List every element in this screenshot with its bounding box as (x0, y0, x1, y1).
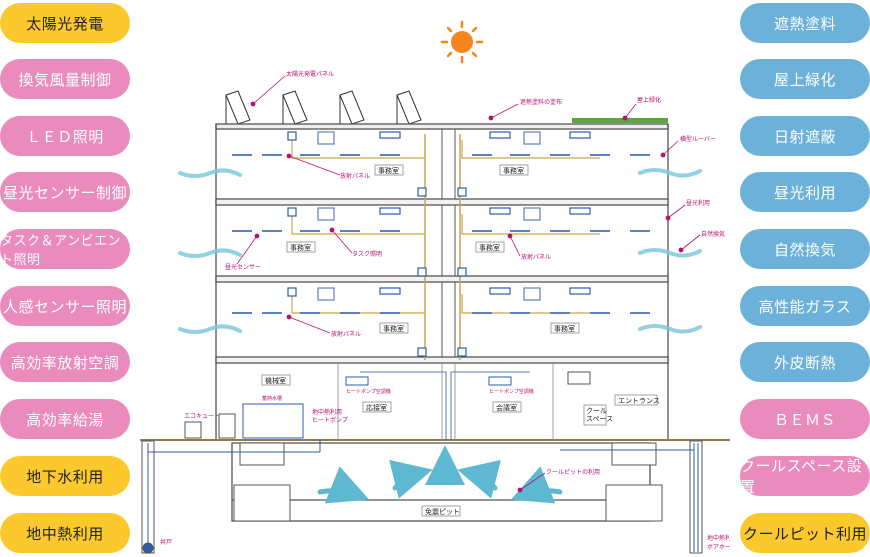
label-storage: 蓄熱水槽 (262, 395, 282, 402)
label-well: 井戸 (160, 538, 172, 546)
vertical-ducts (424, 134, 461, 360)
room-office-3f-right: 事務室 (503, 166, 524, 175)
ground-floor-partitions (337, 363, 554, 440)
label-louver: 横型ルーバー (680, 135, 716, 143)
label-hp-2: ヒートポンプ空調機 (489, 388, 534, 395)
label-solar-panel: 太陽光発電パネル (286, 70, 334, 78)
label-cool-pit-use: クールピットの利用 (546, 468, 600, 476)
pill-groundwater: 地下水利用 (0, 456, 130, 496)
room-office-1f-left: 事務室 (383, 324, 404, 333)
air-waves (178, 168, 702, 334)
pill-cool-pit: クールピット利用 (740, 513, 870, 553)
pill-sun-shading: 日射遮蔽 (740, 116, 870, 156)
label-natural-vent: 自然換気 (701, 230, 725, 238)
pill-heat-shield-paint: 遮熱塗料 (740, 3, 870, 43)
room-cool-space-2: スペース (586, 415, 613, 423)
label-hp-1: ヒートポンプ空調機 (346, 388, 391, 395)
ground-pipes (147, 440, 695, 453)
room-office-2f-left: 事務室 (290, 243, 311, 252)
cool-pit-flow-arrows (317, 445, 563, 504)
building-frame (140, 123, 730, 522)
label-radiant-panel-3: 放射パネル (331, 330, 361, 338)
room-machine: 機械室 (265, 376, 286, 385)
pill-motion-sensor-lighting: 人感センサー照明 (0, 286, 130, 326)
pill-cool-space: クールスペース設置 (740, 456, 870, 496)
pill-radiant-ac: 高効率放射空調 (0, 342, 130, 382)
room-cool-space: クール (586, 407, 607, 415)
pill-daylight-use: 昼光利用 (740, 172, 870, 212)
room-reception: 応接室 (366, 403, 387, 412)
ac-units (287, 131, 591, 357)
pill-roof-greening: 屋上緑化 (740, 59, 870, 99)
pill-ventilation-control: 換気風量制御 (0, 59, 130, 99)
label-daylight: 昼光利用 (686, 199, 710, 207)
room-entrance: エントランス (618, 397, 660, 405)
pill-task-ambient-lighting: タスク＆アンビエント照明 (0, 229, 130, 269)
room-office-1f-right: 事務室 (554, 324, 575, 333)
ground-floor-equipment (184, 371, 591, 439)
pill-led-lighting: ＬＥＤ照明 (0, 116, 130, 156)
label-borehole-2: ボアホール (707, 543, 730, 551)
ac-ducts (291, 140, 600, 314)
room-meeting: 会議室 (496, 403, 517, 412)
pill-high-performance-glass: 高性能ガラス (740, 286, 870, 326)
label-roof-green: 屋上緑化 (637, 96, 661, 104)
pill-geothermal: 地中熱利用 (0, 513, 130, 553)
pill-natural-ventilation: 自然換気 (740, 229, 870, 269)
roof-green (572, 118, 668, 123)
label-heat-pump-left-2: ヒートポンプ (312, 416, 348, 424)
foundations (233, 442, 663, 522)
label-heat-pump-left: 地中熱利用 (312, 408, 342, 416)
pill-bems: ＢＥＭＳ (740, 399, 870, 439)
pill-daylight-sensor-control: 昼光センサー制御 (0, 172, 130, 212)
pill-hot-water: 高効率給湯 (0, 399, 130, 439)
annotation-leaders (236, 75, 701, 493)
label-radiant-panel-1: 放射パネル (340, 172, 370, 180)
borehole (689, 440, 703, 554)
solar-panels (225, 90, 422, 125)
ceiling-lights (232, 154, 650, 314)
label-task-light: タスク照明 (352, 250, 382, 258)
label-borehole: 地中熱利用 (707, 534, 730, 542)
room-office-2f-right: 事務室 (479, 243, 500, 252)
room-seismic-pit: 免震ピット (425, 507, 460, 516)
label-radiant-panel-2: 放射パネル (521, 253, 551, 261)
pill-solar-power: 太陽光発電 (0, 3, 130, 43)
label-ecocute: エコキュート (184, 413, 220, 420)
room-office-3f-left: 事務室 (378, 166, 399, 175)
label-daylight-sensor: 昼光センサー (225, 263, 261, 271)
pill-exterior-insulation: 外皮断熱 (740, 342, 870, 382)
well (141, 440, 155, 554)
label-heat-paint: 遮熱塗料の塗布 (520, 98, 562, 106)
sun-icon (440, 20, 484, 64)
building-section-diagram: 太陽光発電パネル 遮熱塗料の塗布 屋上緑化 横型ルーバー 昼光利用 自然換気 放… (140, 20, 730, 554)
